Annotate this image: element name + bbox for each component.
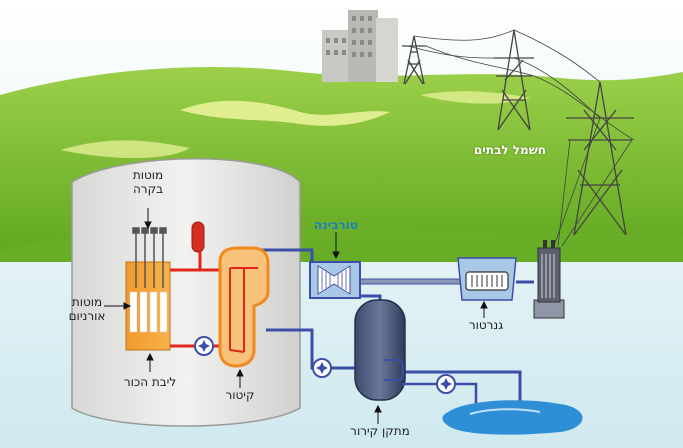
boiler-label: קיטור <box>225 388 255 402</box>
buildings <box>322 10 398 82</box>
cooling-water-pipe <box>402 382 478 410</box>
control-rods-label-line1: מוטות <box>132 168 164 182</box>
fuel-rods-label-line1: מוטות <box>71 295 103 309</box>
fuel-rods-label: מוטות אורניום <box>62 295 112 323</box>
turbine-shaft <box>359 278 463 285</box>
cooling-pump-icon <box>436 374 456 394</box>
label-arrows <box>104 208 488 424</box>
road-swirl <box>180 100 390 126</box>
reactor-core-label: ליבת הכור <box>123 375 177 389</box>
road-swirl-2 <box>60 140 190 159</box>
feedwater-pump-icon <box>312 358 332 378</box>
transformer <box>533 240 565 319</box>
turbine-label: טורבינה <box>313 218 359 232</box>
control-rods <box>132 227 167 288</box>
fuel-rods <box>129 291 168 333</box>
water-pool-highlight <box>469 408 541 415</box>
generator-label: גנרטור <box>468 318 504 332</box>
control-rods-label-line2: בקרה <box>132 182 164 196</box>
electricity-to-homes-label: חשמל לבתים <box>473 143 547 157</box>
water-pool <box>442 400 583 435</box>
generator <box>457 257 517 301</box>
fuel-rods-label-line2: אורניום <box>68 309 106 323</box>
control-rods-label: מוטות בקרה <box>118 168 178 196</box>
turbine <box>309 261 361 299</box>
condenser-tank <box>354 299 406 401</box>
primary-pump-icon <box>194 336 214 356</box>
condenser-label: מתקן קירור <box>350 424 410 438</box>
steam-generator-coil <box>229 267 258 353</box>
power-towers <box>402 29 635 247</box>
hot-loop-pipes <box>170 252 222 348</box>
pressurizer <box>191 221 205 253</box>
